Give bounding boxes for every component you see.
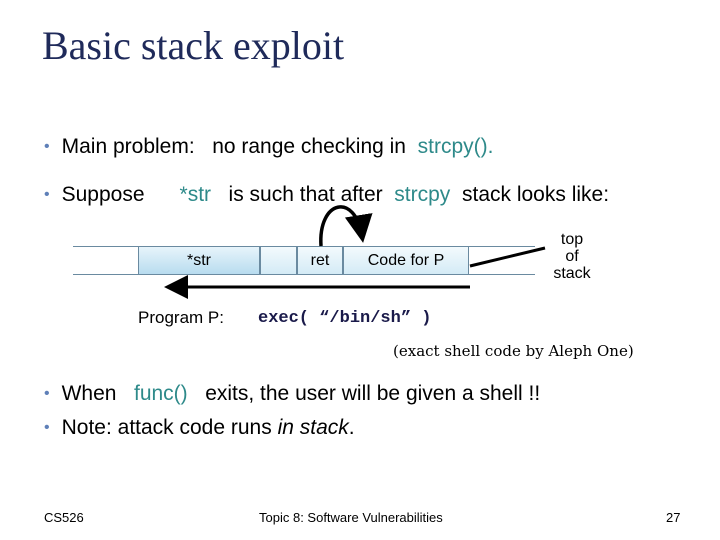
bullet-lead: Note: attack code runs: [61, 416, 272, 439]
bullet-dot-icon: •: [44, 138, 50, 155]
bullet-lead: When: [61, 382, 117, 405]
top-of-stack-label: top of stack: [553, 231, 591, 282]
arrows-svg: [164, 205, 546, 299]
code-func: func(): [133, 382, 188, 405]
footer-course: CS526: [44, 510, 84, 525]
code-str: *str: [179, 183, 212, 206]
bullet-dot-icon: •: [44, 186, 50, 203]
bullet-tail: stack looks like:: [461, 183, 610, 206]
bullet-dot-icon: •: [44, 419, 50, 436]
bullet-dot-icon: •: [44, 385, 50, 402]
bullet-end: .: [348, 416, 355, 439]
top-pointer-arrow: [469, 246, 546, 268]
bullet-main-problem: • Main problem: no range checking in strc…: [44, 135, 494, 159]
slide-title: Basic stack exploit: [42, 23, 345, 68]
bullet-lead: Suppose: [61, 183, 145, 206]
shellcode-note: (exact shell code by Aleph One): [393, 342, 634, 360]
bullet-text: is such that after: [228, 183, 383, 206]
program-label: Program P:: [138, 308, 224, 327]
footer-page-number: 27: [666, 510, 681, 525]
bullet-suppose: •Suppose *str is such that after strcpy …: [44, 183, 609, 207]
bullet-lead: Main problem:: [61, 135, 195, 158]
stack-cell-code: Code for P: [343, 246, 469, 275]
code-strcpy-2: strcpy: [394, 183, 451, 206]
stack-cell-blank: [260, 246, 297, 275]
bullet-when: • When func() exits, the user will be giv…: [44, 382, 540, 406]
exec-code: exec( “/bin/sh” ): [258, 309, 432, 328]
code-strcpy: strcpy().: [417, 135, 494, 158]
bullet-note: • Note: attack code runs in stack.: [44, 416, 355, 440]
italic-in-stack: in stack: [277, 416, 349, 439]
bullet-text: exits, the user will be given a shell !!: [205, 382, 541, 405]
stack-cell-ret: ret: [297, 246, 343, 275]
footer-topic: Topic 8: Software Vulnerabilities: [259, 510, 443, 525]
bullet-text: no range checking in: [212, 135, 406, 158]
stack-cell-str: *str: [138, 246, 260, 275]
return-arrow: [319, 205, 373, 247]
